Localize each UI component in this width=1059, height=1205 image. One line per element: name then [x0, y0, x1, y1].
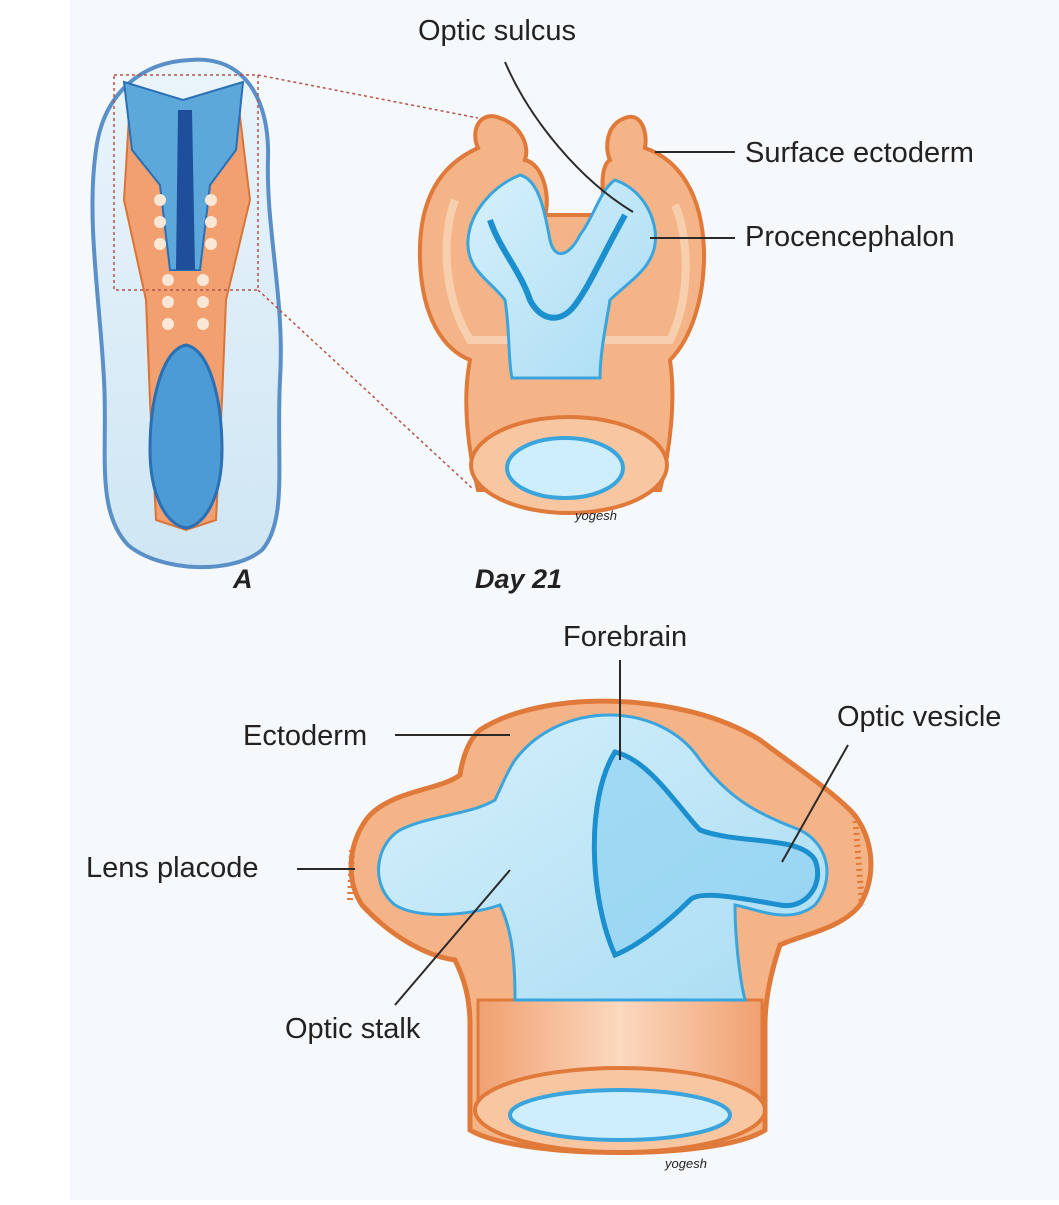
posterior-neural-plate: [148, 343, 224, 530]
tube-lumen: [505, 436, 625, 500]
zoom-line-top: [257, 74, 479, 119]
optic-vesicle-wall: [591, 749, 821, 959]
signature-bottom: yogesh: [664, 1156, 707, 1171]
leader-optic-vesicle: [781, 744, 849, 863]
somites: [154, 194, 217, 330]
ectoderm-ridges: [347, 814, 865, 906]
leader-optic-sulcus: [504, 61, 634, 213]
tube-bottom-lumen: [508, 1088, 732, 1142]
label-lens-placode: Lens placode: [86, 852, 259, 884]
label-procencephalon: Procencephalon: [745, 221, 955, 253]
ectoderm-inner-face: [442, 198, 690, 344]
leader-optic-stalk: [394, 869, 511, 1006]
optic-sulcus-groove: [487, 213, 628, 321]
caption-a: A: [232, 564, 253, 594]
panel-a-embryo: A: [90, 57, 479, 594]
neural-groove: [176, 110, 195, 270]
panel-optic-vesicle: yogesh Forebrain Ectoderm Optic vesicle …: [86, 621, 1001, 1171]
signature-day21: yogesh: [574, 508, 617, 523]
label-surface-ectoderm: Surface ectoderm: [745, 137, 974, 169]
label-ectoderm: Ectoderm: [243, 720, 367, 752]
label-optic-sulcus: Optic sulcus: [418, 15, 576, 47]
zoom-line-bottom: [257, 289, 473, 489]
label-forebrain: Forebrain: [563, 621, 687, 653]
label-optic-vesicle: Optic vesicle: [837, 701, 1001, 733]
zoom-box: [113, 74, 259, 291]
panel-day21: yogesh Optic sulcus Surface ectoderm Pro…: [417, 15, 974, 594]
caption-day21: Day 21: [475, 564, 562, 594]
procencephalon-shape: [466, 173, 657, 380]
label-optic-stalk: Optic stalk: [285, 1013, 421, 1045]
